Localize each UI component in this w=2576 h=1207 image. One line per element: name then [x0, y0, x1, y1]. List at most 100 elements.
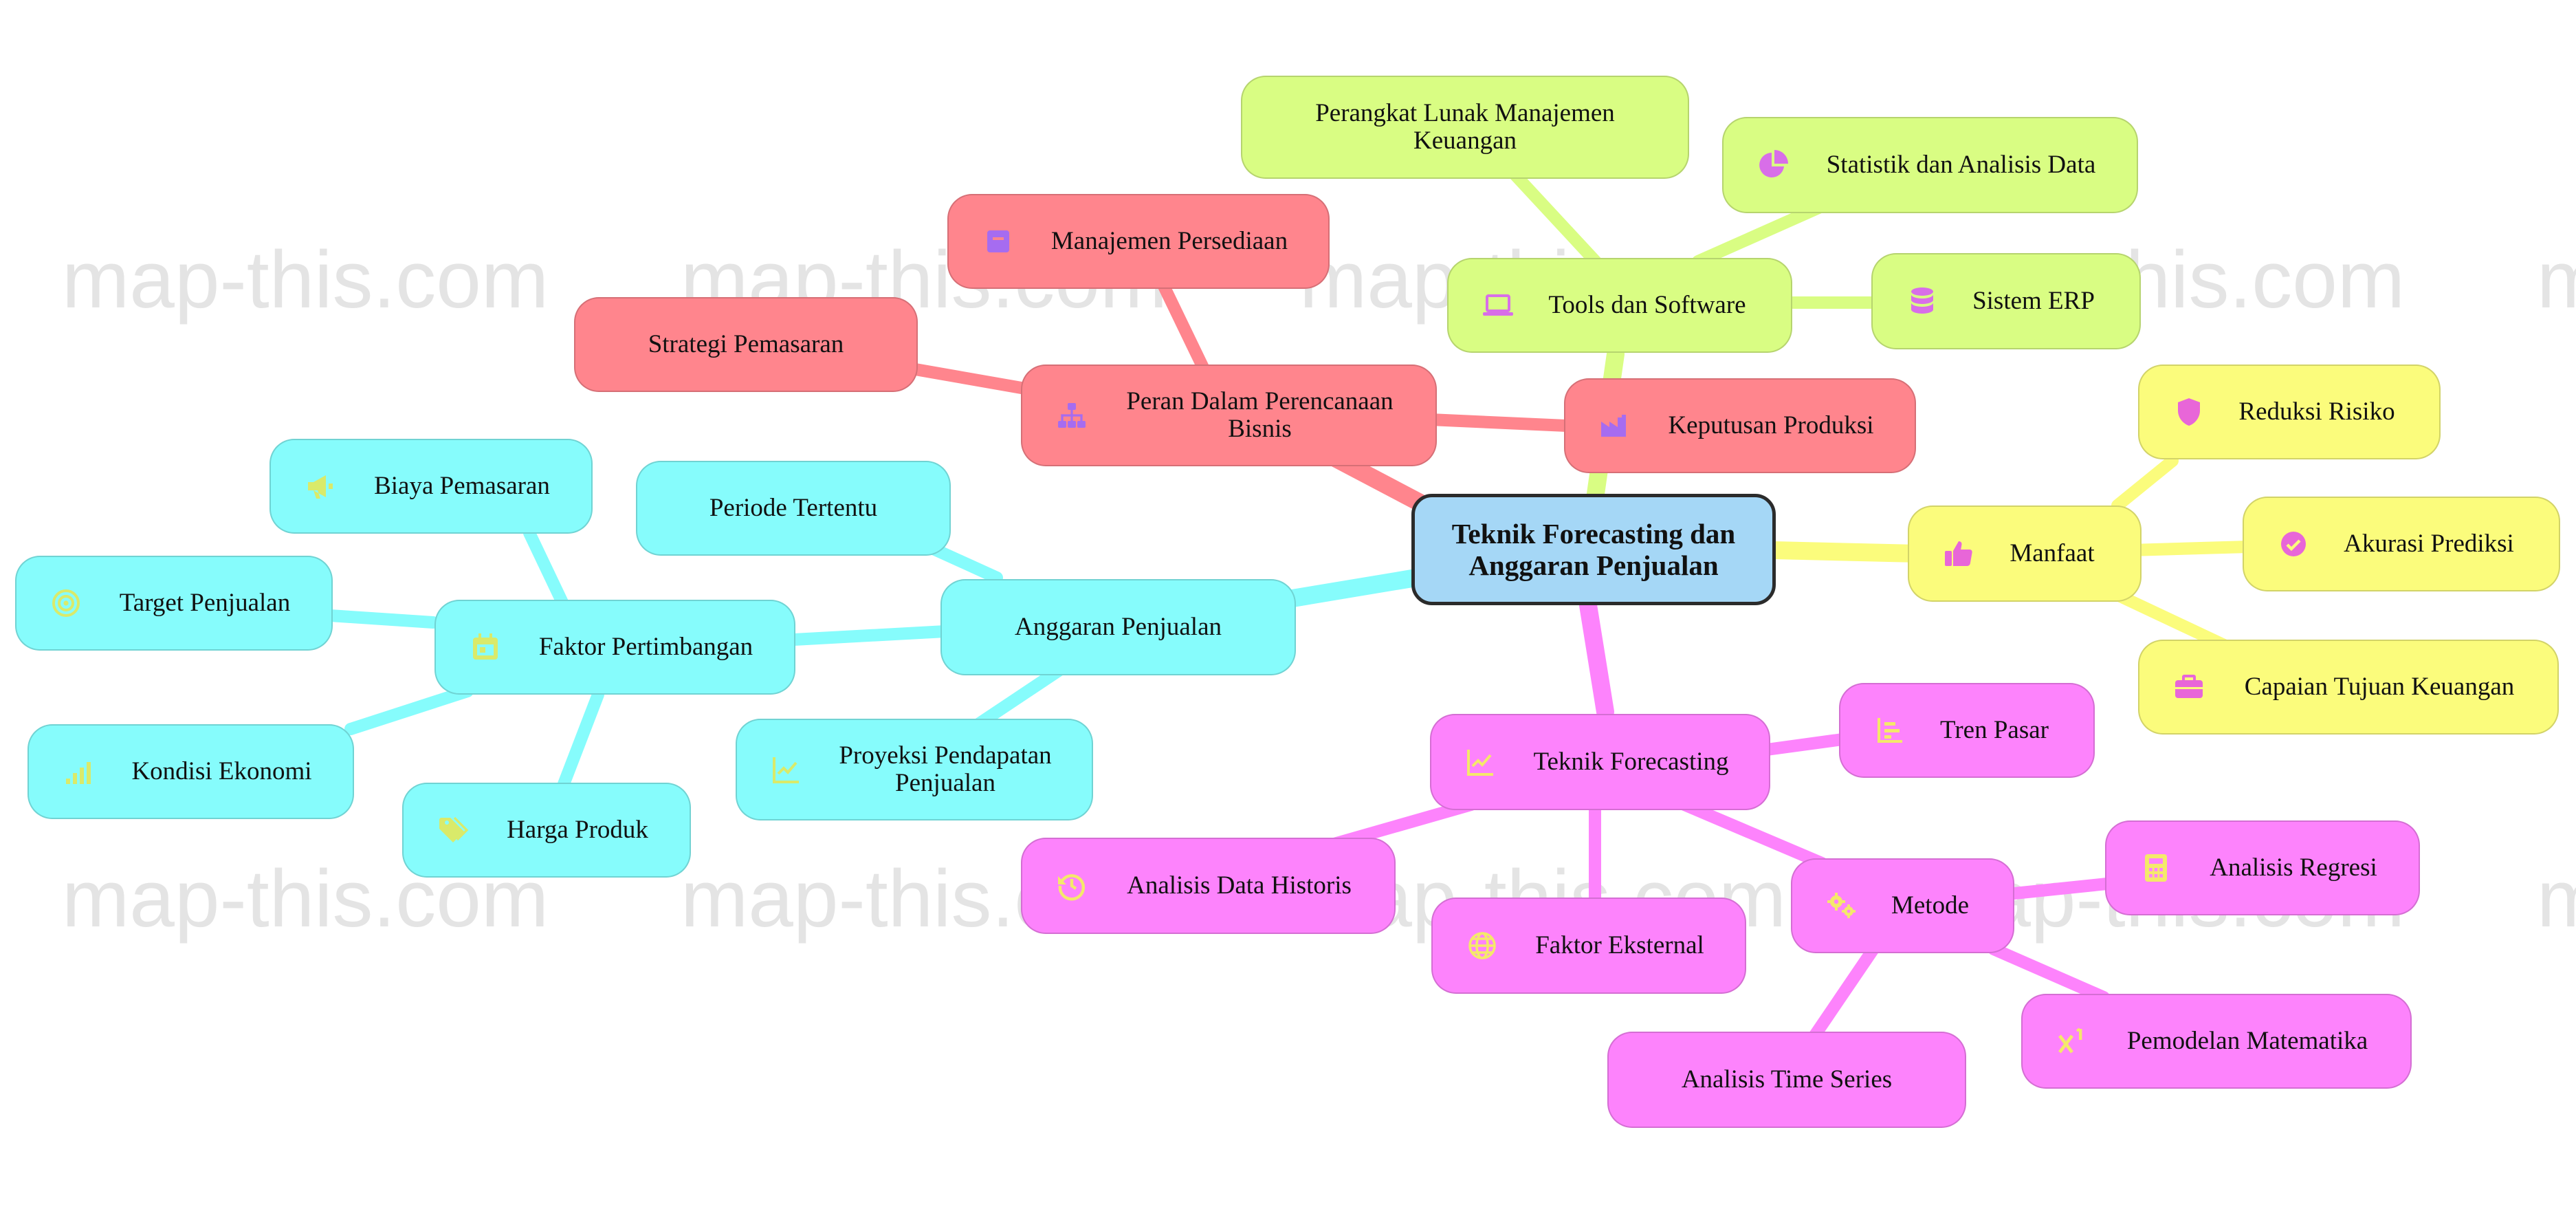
edge-teknik-metode [1678, 798, 1828, 869]
node-label: Peran Dalam Perencanaan Bisnis [1126, 387, 1394, 443]
node-akurasi-prediksi[interactable]: Akurasi Prediksi [2243, 497, 2560, 591]
shield-icon [2172, 395, 2205, 428]
node-strategi-pemasaran[interactable]: Strategi Pemasaran [574, 297, 918, 392]
area-chart-icon [1464, 746, 1497, 779]
node-tools-dan-software[interactable]: Tools dan Software [1447, 258, 1792, 353]
node-label: Manajemen Persediaan [1050, 227, 1288, 255]
node-biaya-pemasaran[interactable]: Biaya Pemasaran [269, 439, 593, 534]
node-proyeksi-pendapatan-penjualan[interactable]: Proyeksi Pendapatan Penjualan [736, 719, 1093, 820]
thumbs-up-icon [1942, 537, 1975, 570]
node-label: Strategi Pemasaran [648, 330, 844, 358]
node-analisis-time-series[interactable]: Analisis Time Series [1607, 1032, 1966, 1128]
line-chart-icon [770, 753, 803, 786]
node-label: Teknik Forecasting [1533, 748, 1729, 776]
root-node[interactable]: Teknik Forecasting dan Anggaran Penjuala… [1411, 494, 1776, 605]
node-label: Pemodelan Matematika [2126, 1027, 2368, 1055]
node-label: Faktor Pertimbangan [538, 633, 753, 661]
node-anggaran-penjualan[interactable]: Anggaran Penjualan [940, 579, 1296, 675]
megaphone-icon [304, 470, 337, 503]
tags-icon [437, 814, 470, 847]
sitemap-icon [1055, 399, 1088, 432]
edge-tools-perangkat [1506, 166, 1608, 274]
node-label: Akurasi Prediksi [2344, 530, 2514, 558]
node-reduksi-risiko[interactable]: Reduksi Risiko [2138, 365, 2441, 459]
node-analisis-data-historis[interactable]: Analisis Data Historis [1021, 838, 1396, 934]
superscript-icon [2056, 1025, 2089, 1058]
node-label: Proyeksi Pendapatan Penjualan [839, 741, 1052, 797]
node-label: Statistik dan Analisis Data [1826, 151, 2096, 179]
edge-metode-timeseries [1809, 943, 1880, 1041]
node-label: Reduksi Risiko [2238, 398, 2395, 426]
node-keputusan-produksi[interactable]: Keputusan Produksi [1564, 378, 1916, 473]
node-label: Sistem ERP [1972, 287, 2095, 315]
node-harga-produk[interactable]: Harga Produk [402, 783, 691, 878]
briefcase-icon [2172, 671, 2205, 704]
edge-anggaran-faktor [788, 625, 951, 646]
node-label: Keputusan Produksi [1668, 411, 1874, 439]
box-icon [982, 225, 1015, 258]
node-perangkat-lunak-manajemen-keuangan[interactable]: Perangkat Lunak Manajemen Keuangan [1241, 76, 1689, 179]
node-manfaat[interactable]: Manfaat [1908, 505, 2142, 602]
node-label: Kondisi Ekonomi [131, 757, 312, 785]
node-sistem-erp[interactable]: Sistem ERP [1871, 253, 2141, 349]
node-periode-tertentu[interactable]: Periode Tertentu [636, 461, 951, 556]
node-label: Periode Tertentu [709, 494, 878, 522]
gears-icon [1825, 889, 1858, 922]
edge-faktor-kondisi [344, 685, 474, 735]
edge-anggaran-proyeksi [970, 664, 1065, 732]
node-label: Tools dan Software [1548, 291, 1746, 319]
node-manajemen-persediaan[interactable]: Manajemen Persediaan [947, 194, 1330, 289]
node-label: Biaya Pemasaran [374, 472, 550, 500]
edge-faktor-target [324, 609, 439, 629]
edge-metode-pemodelan [1988, 943, 2110, 1003]
watermark-text: map-this.com [62, 235, 549, 325]
node-label: Analisis Regresi [2210, 853, 2377, 882]
node-label: Harga Produk [507, 816, 648, 844]
node-label: Faktor Eksternal [1535, 931, 1704, 959]
target-icon [49, 587, 82, 620]
node-teknik-forecasting[interactable]: Teknik Forecasting [1430, 714, 1770, 810]
globe-icon [1466, 929, 1499, 962]
node-label: Target Penjualan [119, 589, 291, 617]
node-tren-pasar[interactable]: Tren Pasar [1839, 683, 2095, 778]
node-label: Tren Pasar [1940, 716, 2049, 744]
edge-faktor-harga [558, 688, 604, 790]
history-icon [1055, 869, 1088, 902]
watermark-text: map-this.com [2537, 853, 2576, 944]
root-label: Teknik Forecasting dan Anggaran Penjuala… [1451, 518, 1736, 581]
database-icon [1906, 285, 1939, 318]
edge-teknik-tren [1761, 733, 1849, 756]
calculator-icon [2139, 851, 2172, 884]
node-faktor-eksternal[interactable]: Faktor Eksternal [1431, 898, 1746, 994]
pie-chart-icon [1757, 149, 1790, 182]
node-pemodelan-matematika[interactable]: Pemodelan Matematika [2021, 994, 2412, 1089]
edge-root-teknik [1579, 596, 1614, 721]
laptop-icon [1482, 289, 1515, 322]
signal-bars-icon [62, 755, 95, 788]
node-label: Perangkat Lunak Manajemen Keuangan [1315, 99, 1615, 155]
check-circle-icon [2277, 528, 2310, 561]
edge-faktor-biaya [523, 527, 570, 611]
node-target-penjualan[interactable]: Target Penjualan [15, 556, 333, 651]
edge-peran-keputusan [1424, 413, 1587, 433]
edge-metode-regresi [2001, 878, 2113, 900]
node-metode[interactable]: Metode [1791, 858, 2014, 953]
node-label: Metode [1891, 891, 1970, 920]
node-label: Anggaran Penjualan [1014, 613, 1222, 641]
node-label: Capaian Tujuan Keuangan [2244, 673, 2515, 701]
node-faktor-pertimbangan[interactable]: Faktor Pertimbangan [434, 600, 795, 695]
watermark-text: map-this.com [2537, 235, 2576, 325]
node-capaian-tujuan-keuangan[interactable]: Capaian Tujuan Keuangan [2138, 640, 2559, 735]
node-analisis-regresi[interactable]: Analisis Regresi [2105, 820, 2420, 915]
industry-icon [1598, 409, 1631, 442]
node-kondisi-ekonomi[interactable]: Kondisi Ekonomi [27, 724, 354, 819]
node-label: Analisis Data Historis [1127, 871, 1352, 900]
edge-tools-statistik [1692, 200, 1828, 268]
edge-root-manfaat [1765, 541, 1927, 563]
edge-root-anggaran [1284, 569, 1425, 607]
edge-manfaat-akurasi [2125, 541, 2254, 556]
node-label: Manfaat [2010, 539, 2095, 567]
node-statistik-dan-analisis-data[interactable]: Statistik dan Analisis Data [1722, 117, 2138, 213]
node-peran-dalam-perencanaan-bisnis[interactable]: Peran Dalam Perencanaan Bisnis [1021, 365, 1437, 466]
calendar-icon [469, 631, 502, 664]
